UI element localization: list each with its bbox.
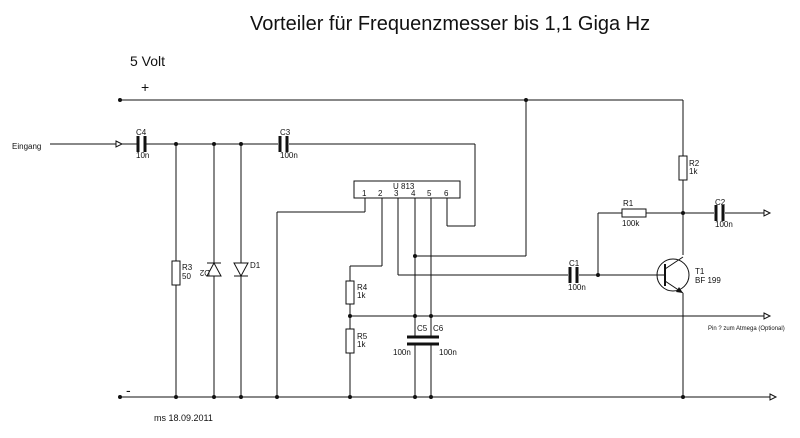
r2-value: 1k <box>689 167 698 176</box>
pin2-wire <box>349 198 383 281</box>
capacitor-c1 <box>568 267 656 283</box>
input-label: Eingang <box>12 142 41 151</box>
pin1-ground-wire <box>276 198 366 397</box>
junction <box>174 395 178 399</box>
pin4-wire <box>414 100 527 337</box>
junction <box>275 395 279 399</box>
junction <box>429 395 433 399</box>
junction <box>212 395 216 399</box>
junction <box>413 314 417 318</box>
r4-value: 1k <box>357 291 366 300</box>
d1-ref: D1 <box>250 261 261 270</box>
r1-ref: R1 <box>623 199 634 208</box>
r5-ref: R5 <box>357 332 368 341</box>
transistor-t1 <box>656 256 690 397</box>
ic-u813 <box>353 180 461 199</box>
diagram-title: Vorteiler für Frequenzmesser bis 1,1 Gig… <box>250 13 650 35</box>
pin3-wire <box>397 198 568 276</box>
junction <box>429 314 433 318</box>
c6-value: 100n <box>439 348 457 357</box>
atmega-output-wire <box>350 312 772 320</box>
r2-ref: R2 <box>689 159 700 168</box>
c2-value: 100n <box>715 220 733 229</box>
t1-ref: T1 <box>695 267 705 276</box>
ic-pin-3: 3 <box>394 189 399 198</box>
supply-voltage-label: 5 Volt <box>130 53 165 69</box>
capacitor-c5 <box>407 335 423 397</box>
capacitor-c4 <box>136 136 147 152</box>
c6-ref: C6 <box>433 324 444 333</box>
r5-value: 1k <box>357 340 366 349</box>
d2-ref: D2 <box>199 268 210 277</box>
capacitor-c3 <box>278 136 289 152</box>
t1-value: BF 199 <box>695 276 721 285</box>
c5-ref: C5 <box>417 324 428 333</box>
plus-rail <box>118 98 683 102</box>
resistor-r5 <box>345 328 355 397</box>
junction <box>681 395 685 399</box>
r3-value: 50 <box>182 272 191 281</box>
junction <box>239 395 243 399</box>
resistor-r3 <box>171 144 181 397</box>
capacitor-c6 <box>423 198 439 397</box>
resistor-r4 <box>345 280 355 329</box>
c1-value: 100n <box>568 283 586 292</box>
ground-rail <box>118 393 778 401</box>
c3-to-pin6-wire <box>289 143 476 227</box>
c1-ref: C1 <box>569 259 580 268</box>
c3-ref: C3 <box>280 128 291 137</box>
ic-pin-1: 1 <box>362 189 367 198</box>
resistor-r1 <box>597 208 683 275</box>
diode-d2 <box>206 144 222 397</box>
junction <box>413 254 417 258</box>
ic-name: U 813 <box>393 182 415 191</box>
c5-value: 100n <box>393 348 411 357</box>
minus-rail-label: - <box>126 382 131 398</box>
r3-ref: R3 <box>182 263 193 272</box>
c4-ref: C4 <box>136 128 147 137</box>
resistor-r2 <box>678 100 688 255</box>
ic-pin-6: 6 <box>444 189 449 198</box>
r1-value: 100k <box>622 219 640 228</box>
plus-rail-label: + <box>141 79 149 95</box>
junction <box>524 98 528 102</box>
ic-pin-4: 4 <box>411 189 416 198</box>
input-line <box>50 140 137 148</box>
ic-pin-2: 2 <box>378 189 383 198</box>
atmega-pin-note: Pin ? zum Atmega (Optional) <box>708 326 785 332</box>
c3-value: 100n <box>280 151 298 160</box>
diode-d1 <box>233 144 249 397</box>
capacitor-c2 <box>683 205 772 221</box>
footer-signature: ms 18.09.2011 <box>154 413 213 423</box>
junction <box>413 395 417 399</box>
junction <box>348 395 352 399</box>
c2-ref: C2 <box>715 198 726 207</box>
ic-pin-5: 5 <box>427 189 432 198</box>
c4-value: 10n <box>136 151 149 160</box>
r4-ref: R4 <box>357 283 368 292</box>
